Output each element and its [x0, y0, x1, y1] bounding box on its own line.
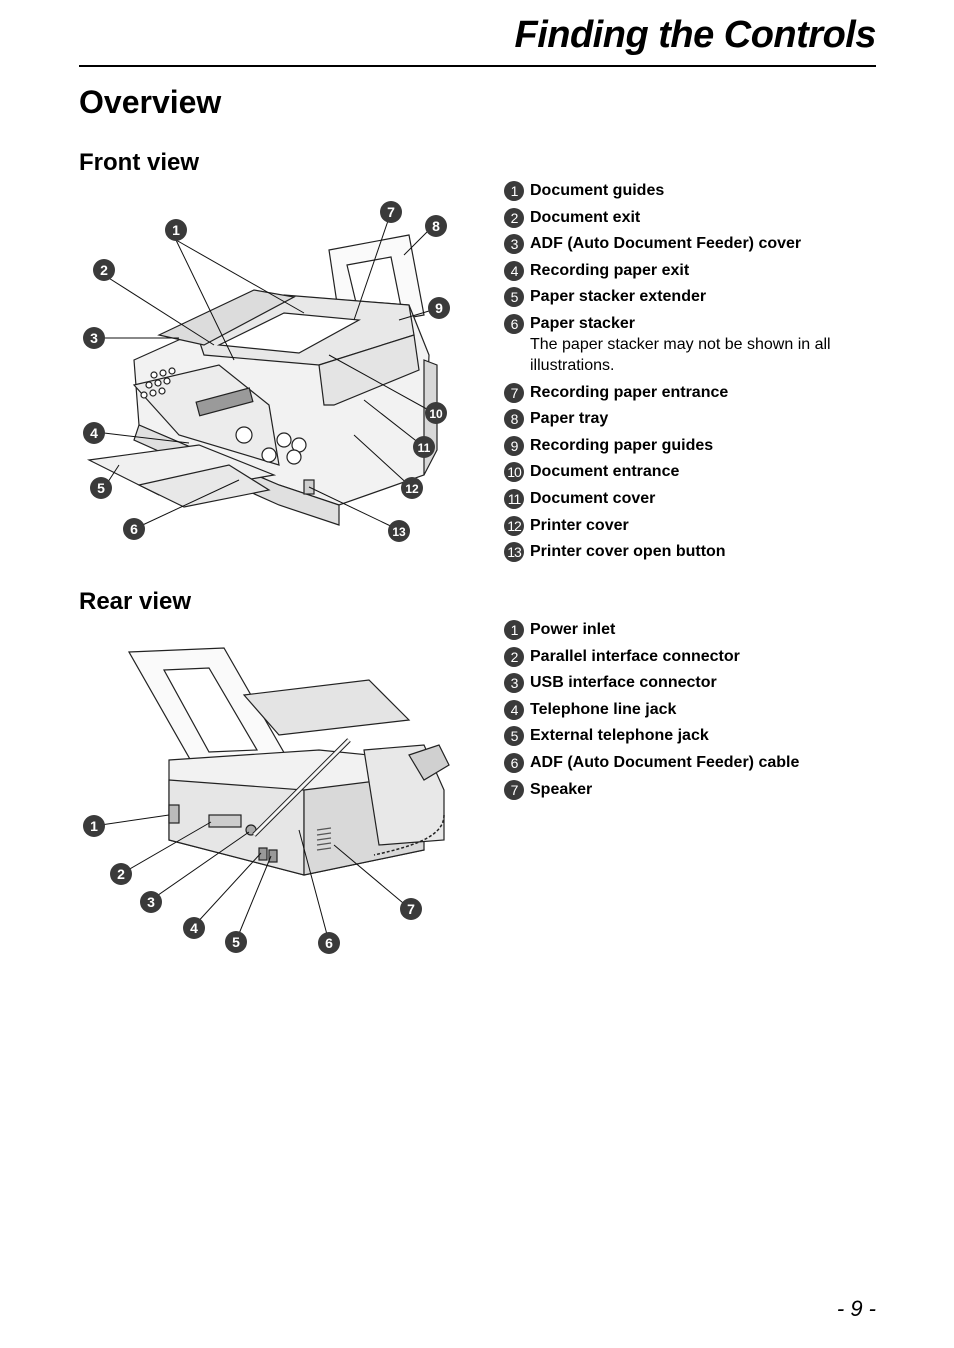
svg-text:6: 6 [130, 521, 138, 537]
list-item: 11 Document cover [504, 488, 876, 509]
item-label: Printer cover [530, 516, 629, 534]
item-number-badge: 9 [504, 435, 524, 456]
list-item: 3 ADF (Auto Document Feeder) cover [504, 234, 876, 255]
item-number-badge: 8 [504, 409, 524, 430]
item-label: Document exit [530, 208, 641, 226]
svg-text:2: 2 [100, 262, 108, 278]
item-label: Parallel interface connector [530, 647, 740, 665]
item-number-badge: 2 [504, 646, 524, 667]
item-label: Recording paper guides [530, 436, 714, 454]
item-number-badge: 1 [504, 181, 524, 201]
list-item: 7 Recording paper entrance [504, 382, 876, 403]
svg-text:4: 4 [90, 425, 98, 441]
item-number-badge: 5 [504, 287, 524, 308]
front-view-heading: Front view [79, 149, 200, 176]
front-view-legend: 1 Document guides 2 Document exit 3 ADF (Au… [504, 181, 876, 569]
page-title: Finding the Controls [514, 14, 876, 56]
svg-text:6: 6 [325, 935, 333, 951]
item-number-badge: 4 [504, 699, 524, 720]
svg-text:13: 13 [392, 525, 406, 539]
item-label: Paper stacker [530, 314, 635, 332]
item-number-badge: 4 [504, 260, 524, 281]
svg-text:3: 3 [90, 330, 98, 346]
item-number-badge: 6 [504, 313, 524, 334]
item-label: Power inlet [530, 621, 616, 638]
list-item: 2 Parallel interface connector [504, 646, 876, 667]
item-note: The paper stacker may not be shown in al… [530, 335, 831, 374]
item-label: USB interface connector [530, 674, 717, 692]
list-item: 12 Printer cover [504, 515, 876, 536]
item-label: Paper tray [530, 410, 609, 428]
item-number-badge: 7 [504, 779, 524, 800]
svg-text:2: 2 [117, 866, 125, 882]
item-number-badge: 11 [504, 488, 524, 509]
item-label: Paper stacker extender [530, 288, 707, 306]
rear-view-heading: Rear view [79, 588, 192, 615]
svg-text:12: 12 [405, 482, 419, 496]
item-number-badge: 2 [504, 207, 524, 228]
list-item: 7 Speaker [504, 779, 876, 800]
item-label: Recording paper exit [530, 261, 690, 279]
list-item: 5 Paper stacker extender [504, 287, 876, 308]
page-number: - 9 - [836, 1296, 876, 1321]
svg-text:5: 5 [97, 480, 105, 496]
section-title: Overview [79, 84, 222, 120]
item-label: ADF (Auto Document Feeder) cable [530, 753, 800, 771]
item-number-badge: 5 [504, 726, 524, 747]
svg-text:9: 9 [435, 300, 443, 316]
svg-text:11: 11 [418, 441, 431, 455]
item-label: Recording paper entrance [530, 383, 729, 401]
item-label: Document guides [530, 182, 665, 199]
list-item: 8 Paper tray [504, 409, 876, 430]
rear-view-legend: 1 Power inlet 2 Parallel interface connect… [504, 620, 876, 806]
item-label: External telephone jack [530, 727, 709, 745]
item-number-badge: 1 [504, 620, 524, 640]
item-label: Telephone line jack [530, 700, 677, 718]
svg-text:5: 5 [232, 934, 240, 950]
title-rule [79, 65, 876, 67]
list-item: 10 Document entrance [504, 462, 876, 483]
item-label: Printer cover open button [530, 543, 726, 561]
item-number-badge: 3 [504, 673, 524, 694]
item-label: ADF (Auto Document Feeder) cover [530, 235, 802, 253]
item-number-badge: 6 [504, 752, 524, 773]
list-item: 4 Recording paper exit [504, 260, 876, 281]
list-item: 6 ADF (Auto Document Feeder) cable [504, 752, 876, 773]
list-item: 2 Document exit [504, 207, 876, 228]
item-label: Speaker [530, 780, 593, 798]
svg-text:3: 3 [147, 894, 155, 910]
item-number-badge: 12 [504, 515, 524, 536]
svg-text:7: 7 [387, 204, 395, 220]
item-number-badge: 7 [504, 382, 524, 403]
list-item: 13 Printer cover open button [504, 542, 876, 563]
svg-text:4: 4 [190, 920, 198, 936]
item-number-badge: 3 [504, 234, 524, 255]
svg-text:10: 10 [429, 407, 443, 421]
svg-text:7: 7 [407, 901, 415, 917]
item-number-badge: 13 [504, 542, 524, 563]
list-item: 3 USB interface connector [504, 673, 876, 694]
list-item: 9 Recording paper guides [504, 435, 876, 456]
front-view-illustration: 1 2 3 4 5 6 7 8 9 10 11 12 13 [83, 201, 450, 542]
item-label: Document entrance [530, 463, 680, 481]
list-item: 4 Telephone line jack [504, 699, 876, 720]
list-item: 5 External telephone jack [504, 726, 876, 747]
item-number-badge: 10 [504, 462, 524, 483]
list-item: 1 Document guides [504, 181, 876, 201]
svg-text:1: 1 [172, 222, 180, 238]
list-item: 1 Power inlet [504, 620, 876, 640]
svg-text:8: 8 [432, 218, 440, 234]
rear-view-illustration: 1 2 3 4 5 6 7 [83, 647, 450, 954]
svg-text:1: 1 [90, 818, 98, 834]
item-label: Document cover [530, 489, 656, 507]
